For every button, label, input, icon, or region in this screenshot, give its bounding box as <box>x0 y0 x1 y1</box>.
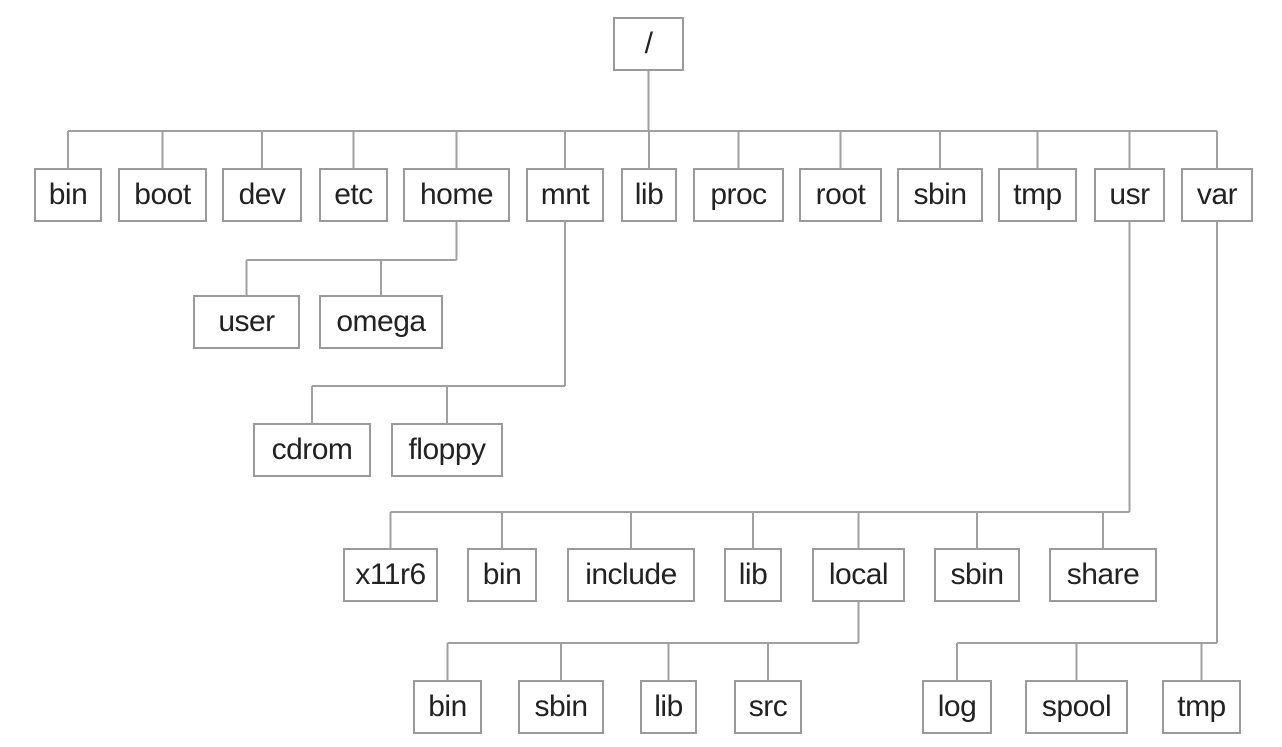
node-bin: bin <box>34 168 102 222</box>
node-mnt: mnt <box>526 168 604 222</box>
node-usr-lib: lib <box>724 548 782 602</box>
node-root-dir: root <box>799 168 882 222</box>
node-var-log: log <box>922 680 992 734</box>
node-home-user: user <box>193 295 300 349</box>
node-sbin: sbin <box>897 168 983 222</box>
node-boot: boot <box>118 168 207 222</box>
node-usr-sbin: sbin <box>934 548 1020 602</box>
node-usr-x11r6: x11r6 <box>343 548 438 602</box>
node-etc: etc <box>319 168 388 222</box>
node-usr-share: share <box>1049 548 1157 602</box>
node-tmp: tmp <box>998 168 1077 222</box>
node-var: var <box>1181 168 1253 222</box>
node-var-spool: spool <box>1025 680 1128 734</box>
node-home-omega: omega <box>319 295 443 349</box>
node-local-src: src <box>734 680 802 734</box>
node-local-lib: lib <box>640 680 697 734</box>
node-usr-local: local <box>812 548 905 602</box>
node-usr-bin: bin <box>467 548 537 602</box>
node-home: home <box>403 168 510 222</box>
node-local-sbin: sbin <box>518 680 604 734</box>
node-dev: dev <box>222 168 302 222</box>
node-proc: proc <box>693 168 784 222</box>
node-var-tmp: tmp <box>1162 680 1241 734</box>
node-lib: lib <box>621 168 677 222</box>
node-local-bin: bin <box>413 680 482 734</box>
node-usr-include: include <box>567 548 695 602</box>
node-mnt-floppy: floppy <box>391 423 503 477</box>
node-usr: usr <box>1094 168 1165 222</box>
node-mnt-cdrom: cdrom <box>253 423 371 477</box>
node-root: / <box>613 17 684 71</box>
